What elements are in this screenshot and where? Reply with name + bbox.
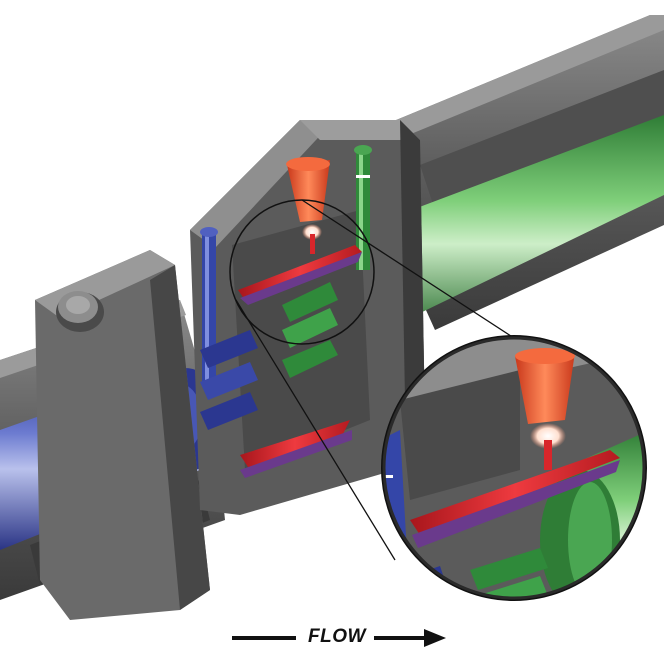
pilot-nozzle [286, 157, 330, 254]
outlet-vanes [282, 282, 338, 378]
flow-arrow-icon [232, 629, 446, 647]
left-flange [35, 250, 210, 620]
flow-indicator: FLOW [228, 625, 450, 651]
valve-disc [238, 245, 362, 478]
magnified-detail [381, 335, 647, 601]
leader-line-top [301, 199, 515, 339]
leader-line-bottom [235, 299, 396, 561]
inlet-vanes [200, 330, 258, 430]
flow-label: FLOW [308, 626, 366, 647]
